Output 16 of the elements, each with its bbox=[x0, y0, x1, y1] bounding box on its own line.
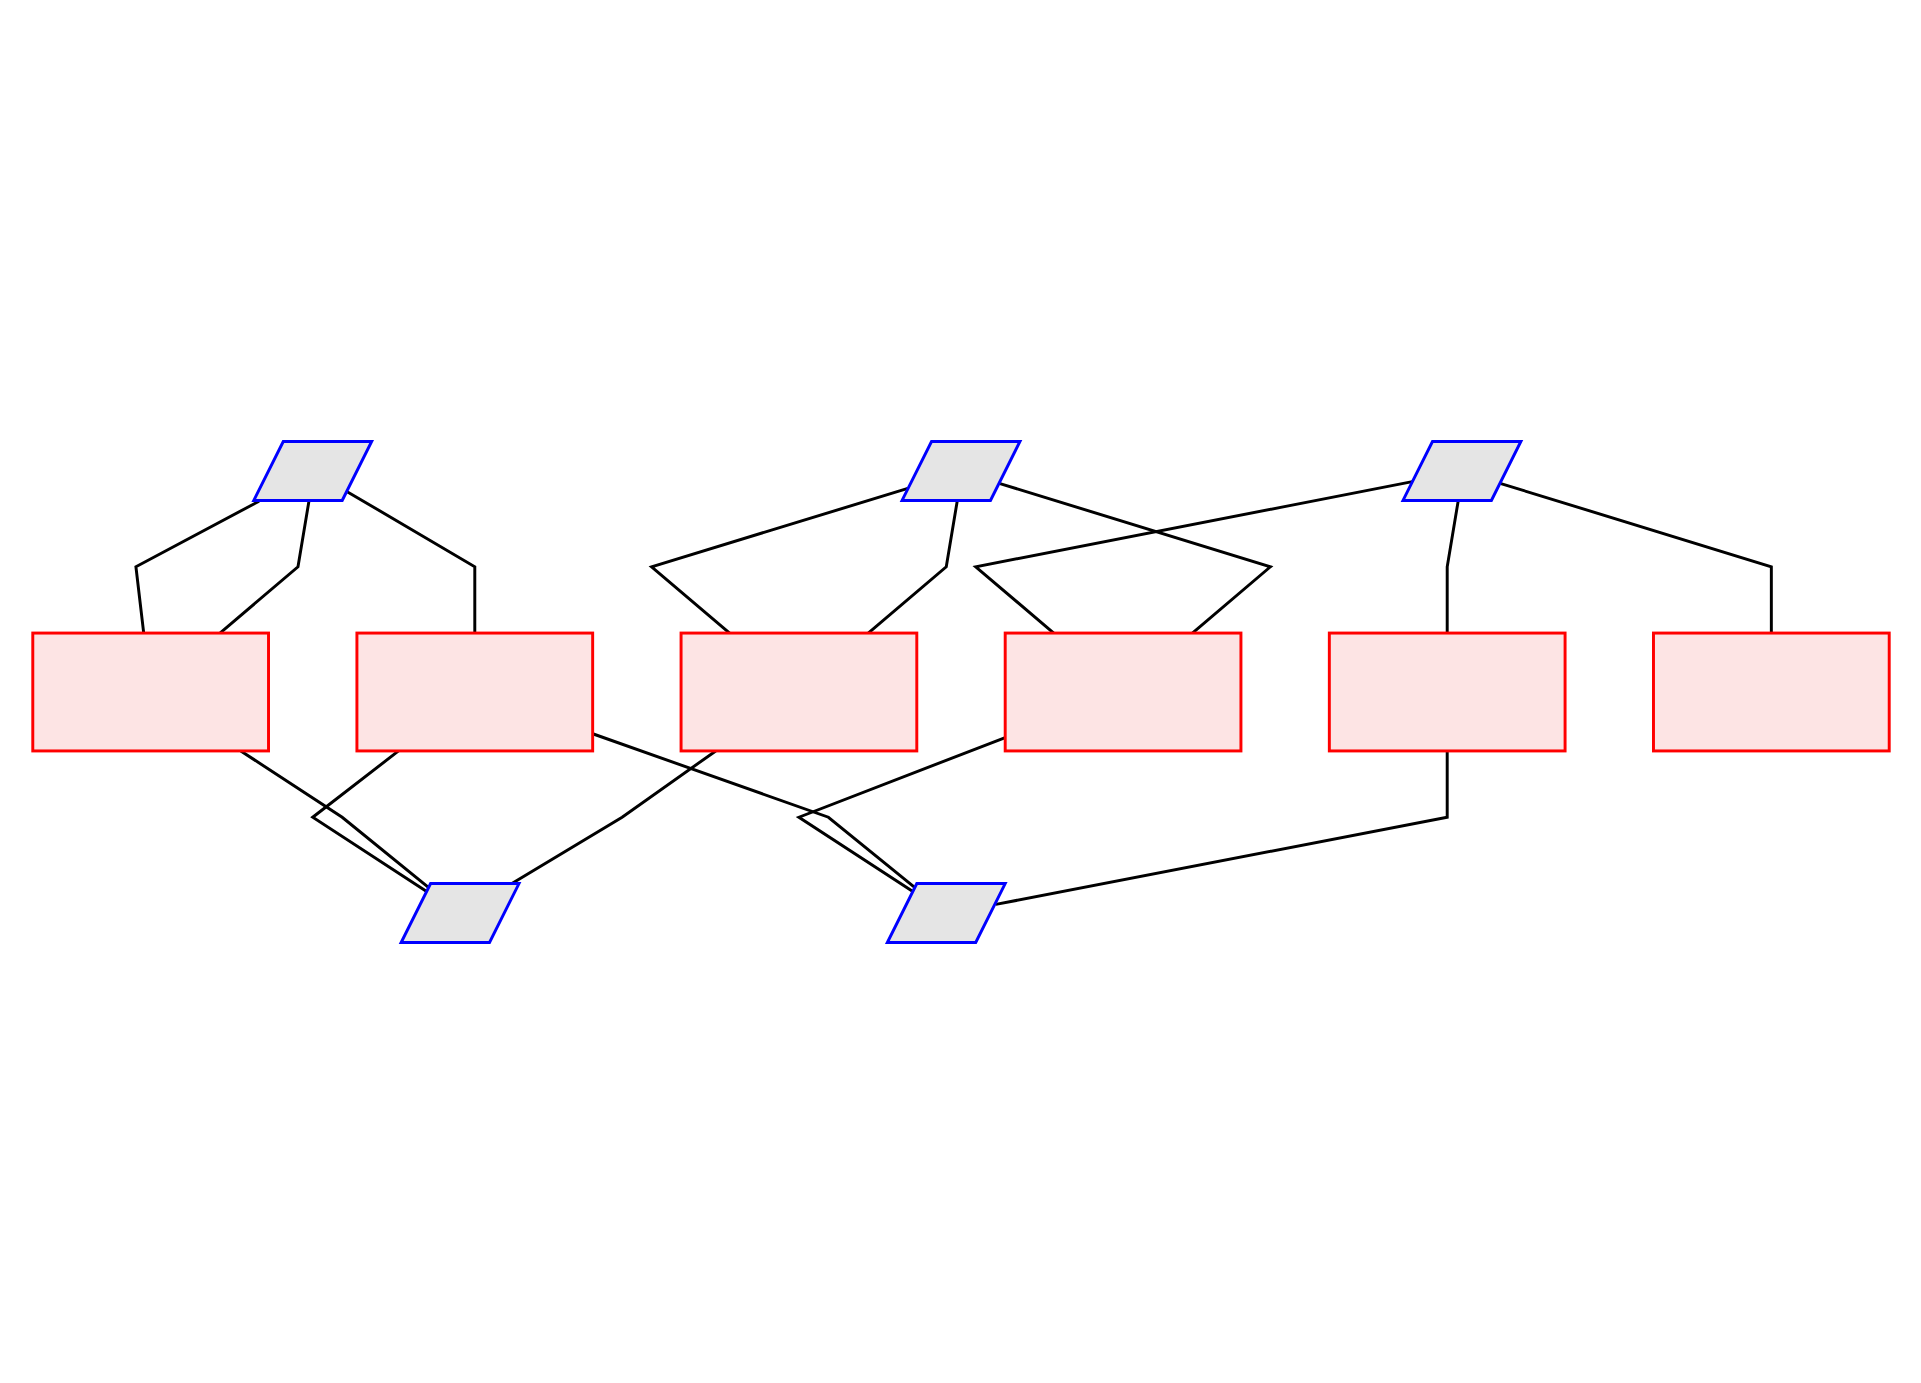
node-box bbox=[354, 631, 594, 752]
connector bbox=[133, 499, 260, 633]
node-parallelogram bbox=[398, 881, 521, 944]
connector bbox=[1500, 481, 1773, 633]
connector bbox=[995, 750, 1449, 906]
connector bbox=[346, 490, 476, 633]
connector bbox=[1445, 500, 1460, 633]
node-box bbox=[1651, 631, 1891, 752]
node-box bbox=[679, 631, 918, 752]
node-parallelogram bbox=[1400, 439, 1523, 502]
node-parallelogram bbox=[884, 881, 1008, 944]
node-parallelogram bbox=[899, 439, 1022, 502]
node-box bbox=[1327, 631, 1567, 752]
node-parallelogram bbox=[250, 439, 374, 502]
node-box bbox=[30, 631, 270, 752]
node-box bbox=[1003, 631, 1242, 752]
